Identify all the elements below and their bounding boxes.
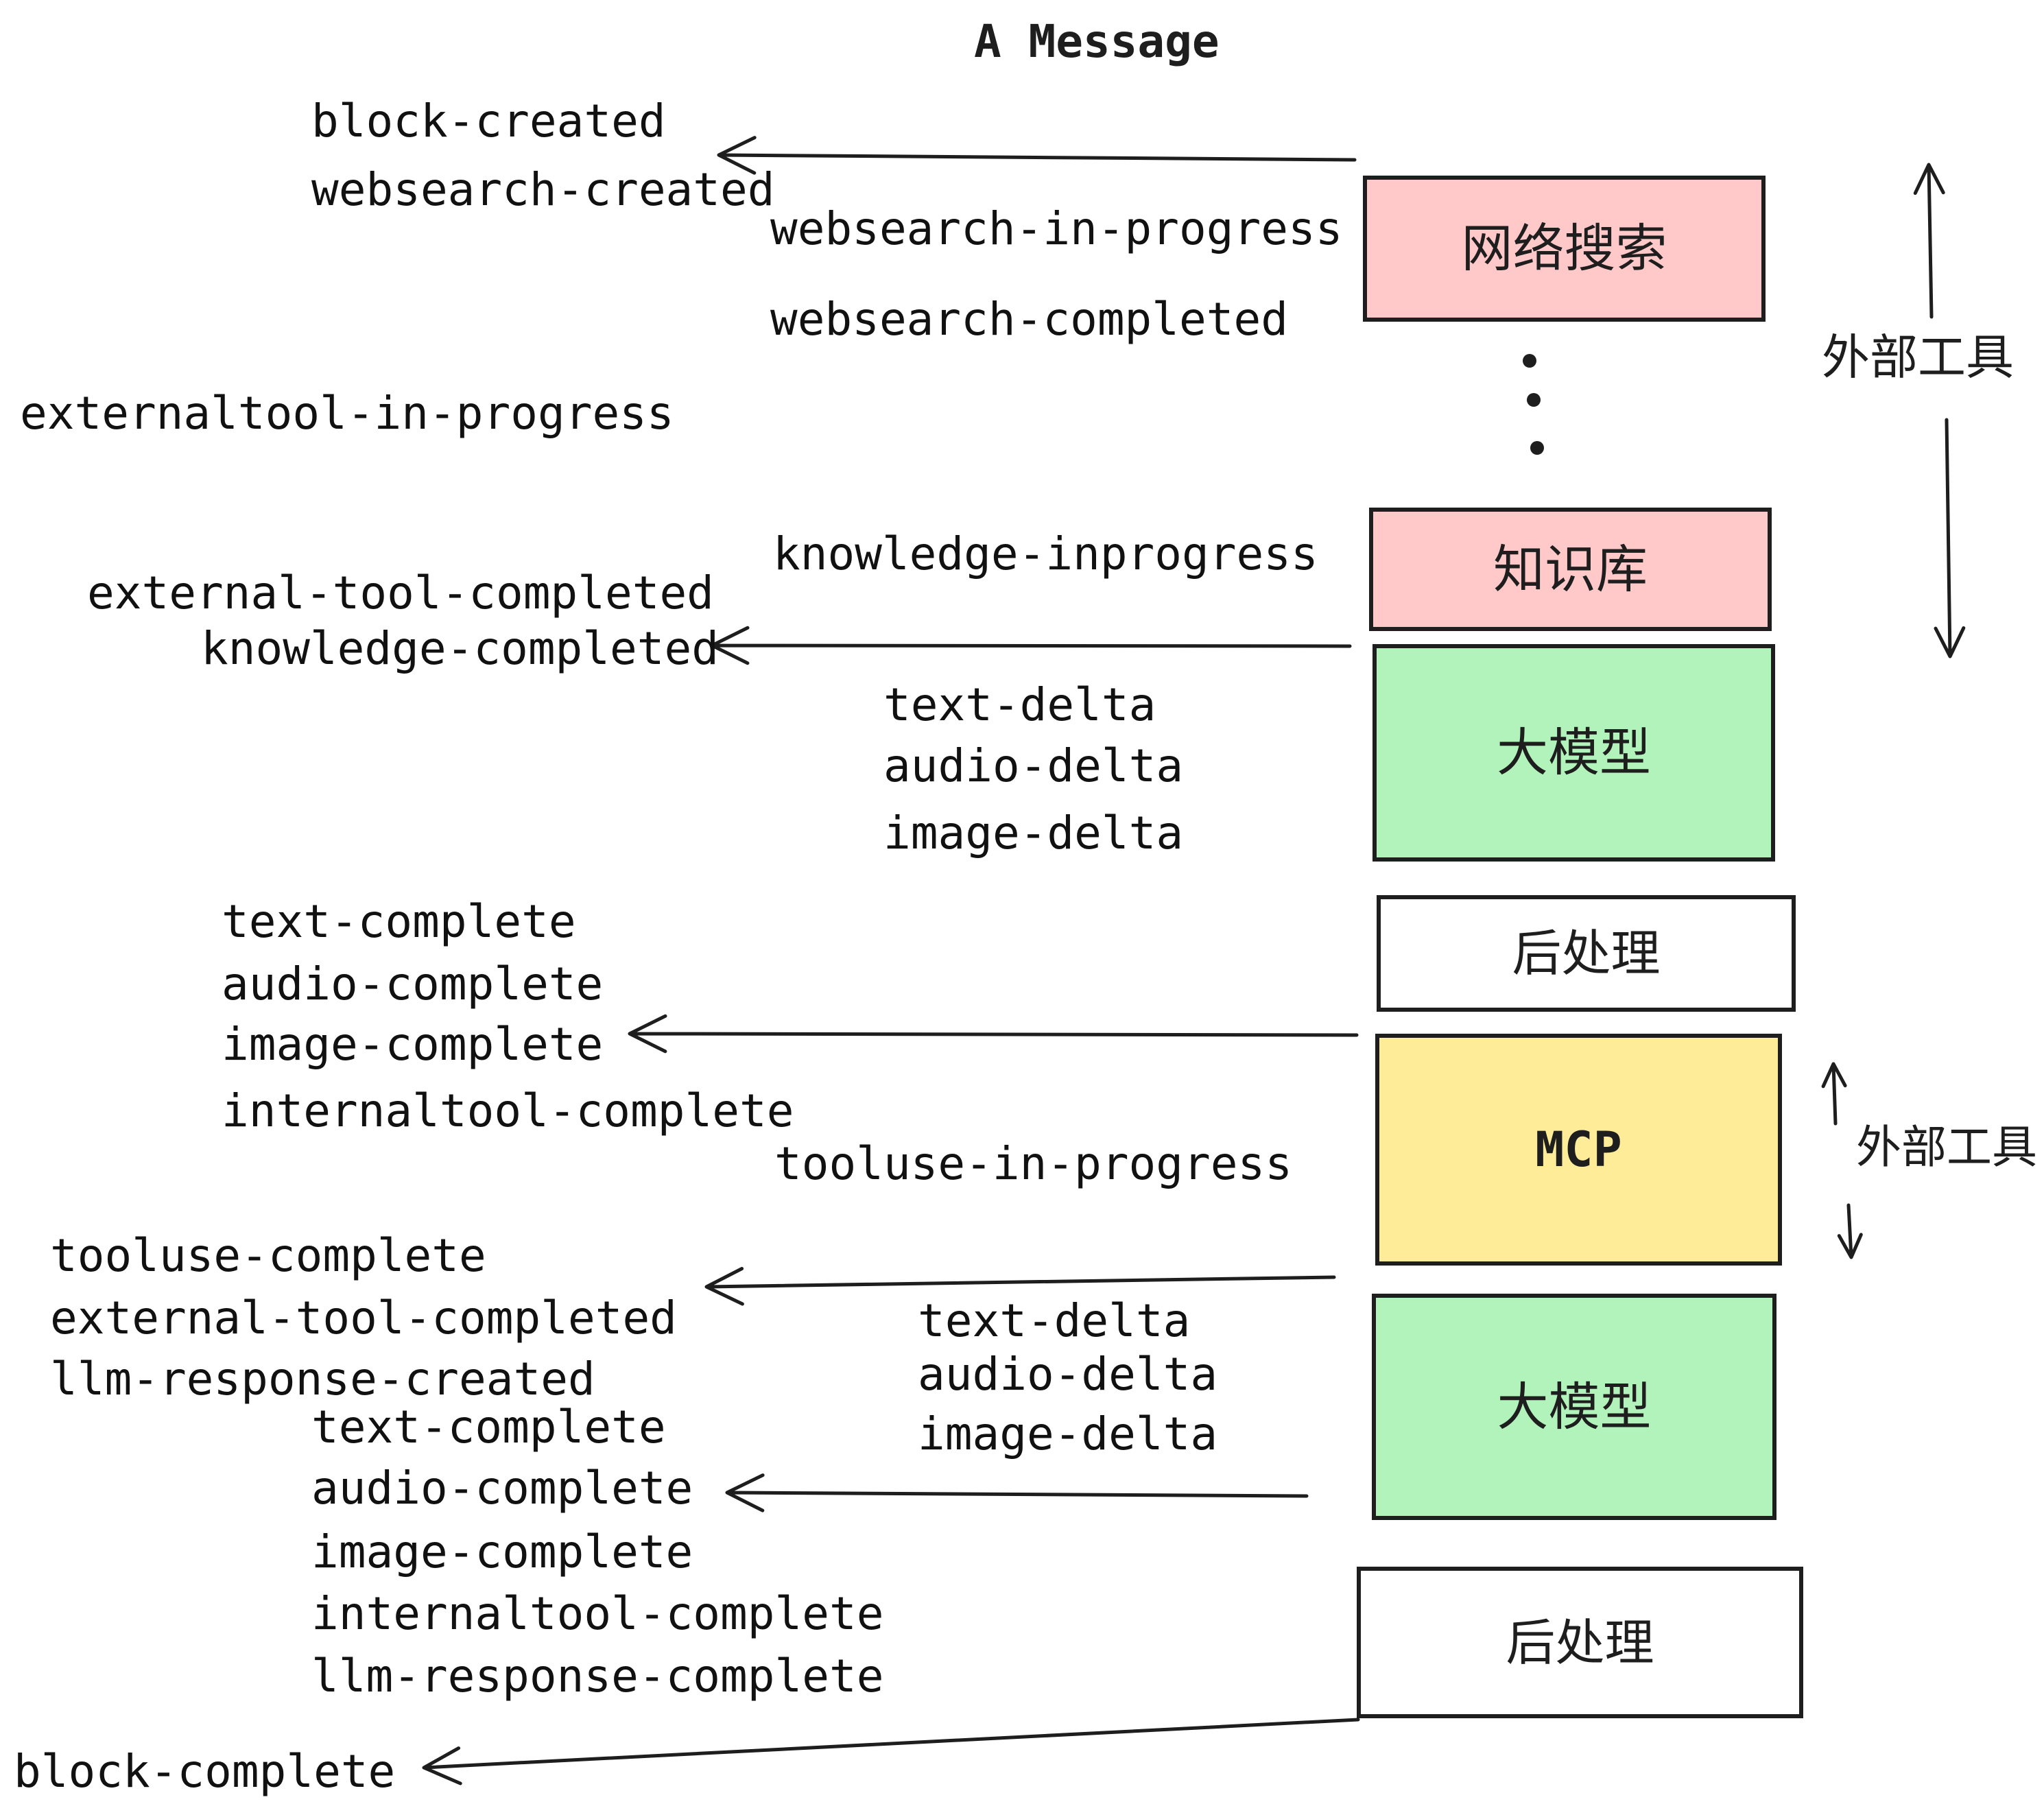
event-label: knowledge-inprogress xyxy=(773,527,1318,580)
ellipsis-dot xyxy=(1527,393,1541,407)
event-label: knowledge-completed xyxy=(201,622,719,675)
event-label: text-complete xyxy=(222,895,576,948)
side-label-external-tools-top: 外部工具 xyxy=(1822,329,2014,385)
event-label: llm-response-created xyxy=(50,1353,595,1405)
box-label-websearch: 网络搜索 xyxy=(1461,218,1667,278)
box-label-knowledge: 知识库 xyxy=(1493,538,1648,600)
event-label: image-complete xyxy=(311,1526,693,1578)
event-label: block-complete xyxy=(14,1745,396,1798)
event-label: text-delta xyxy=(883,678,1156,731)
ellipsis-dot xyxy=(1523,354,1536,368)
event-label: websearch-in-progress xyxy=(770,202,1343,255)
event-label: internaltool-complete xyxy=(311,1587,884,1640)
arrow-block-created xyxy=(717,136,1357,175)
event-label: text-complete xyxy=(311,1401,666,1453)
arrow-ext-tools-up xyxy=(1913,163,1945,319)
event-label: tooluse-in-progress xyxy=(774,1137,1292,1190)
box-knowledge: 知识库 xyxy=(1369,508,1772,631)
event-label: internaltool-complete xyxy=(222,1084,794,1137)
arrow-image-complete-1 xyxy=(628,1014,1359,1054)
event-label: audio-delta xyxy=(883,739,1184,792)
arrow-audio-complete-2 xyxy=(725,1473,1309,1512)
event-label: block-created xyxy=(311,95,666,147)
event-label: image-complete xyxy=(222,1018,604,1071)
arrow-mcp-up xyxy=(1821,1062,1847,1126)
event-label: websearch-completed xyxy=(770,293,1288,346)
box-post-1: 后处理 xyxy=(1377,895,1796,1012)
arrow-mcp-down xyxy=(1837,1203,1863,1259)
arrow-block-complete xyxy=(422,1718,1360,1785)
box-mcp: MCP xyxy=(1375,1034,1782,1266)
box-llm-2: 大模型 xyxy=(1372,1294,1776,1520)
box-post-2: 后处理 xyxy=(1357,1567,1803,1718)
event-label: audio-complete xyxy=(222,958,604,1010)
event-label: image-delta xyxy=(918,1408,1218,1460)
box-label-post-1: 后处理 xyxy=(1512,925,1661,982)
event-label: external-tool-completed xyxy=(50,1292,677,1344)
ellipsis-dot xyxy=(1530,441,1544,455)
event-label: audio-delta xyxy=(918,1348,1218,1401)
box-llm-1: 大模型 xyxy=(1372,644,1775,862)
event-label: tooluse-complete xyxy=(50,1229,486,1282)
event-label: text-delta xyxy=(918,1294,1191,1347)
box-label-llm-2: 大模型 xyxy=(1497,1376,1652,1437)
side-label-external-tools-mcp: 外部工具 xyxy=(1856,1121,2037,1174)
page-title: A Message xyxy=(974,15,1220,68)
arrow-ext-tools-down xyxy=(1934,418,1966,658)
box-label-llm-1: 大模型 xyxy=(1496,722,1651,783)
event-label: llm-response-complete xyxy=(311,1650,884,1702)
event-label: audio-complete xyxy=(311,1462,693,1515)
event-label: websearch-created xyxy=(311,163,775,216)
event-label: image-delta xyxy=(883,807,1184,859)
arrow-knowledge-completed xyxy=(710,626,1352,665)
box-label-mcp: MCP xyxy=(1535,1121,1622,1178)
box-websearch: 网络搜索 xyxy=(1363,176,1766,322)
event-label: external-tool-completed xyxy=(87,567,714,619)
box-label-post-2: 后处理 xyxy=(1506,1613,1654,1672)
event-label: externaltool-in-progress xyxy=(20,387,674,440)
